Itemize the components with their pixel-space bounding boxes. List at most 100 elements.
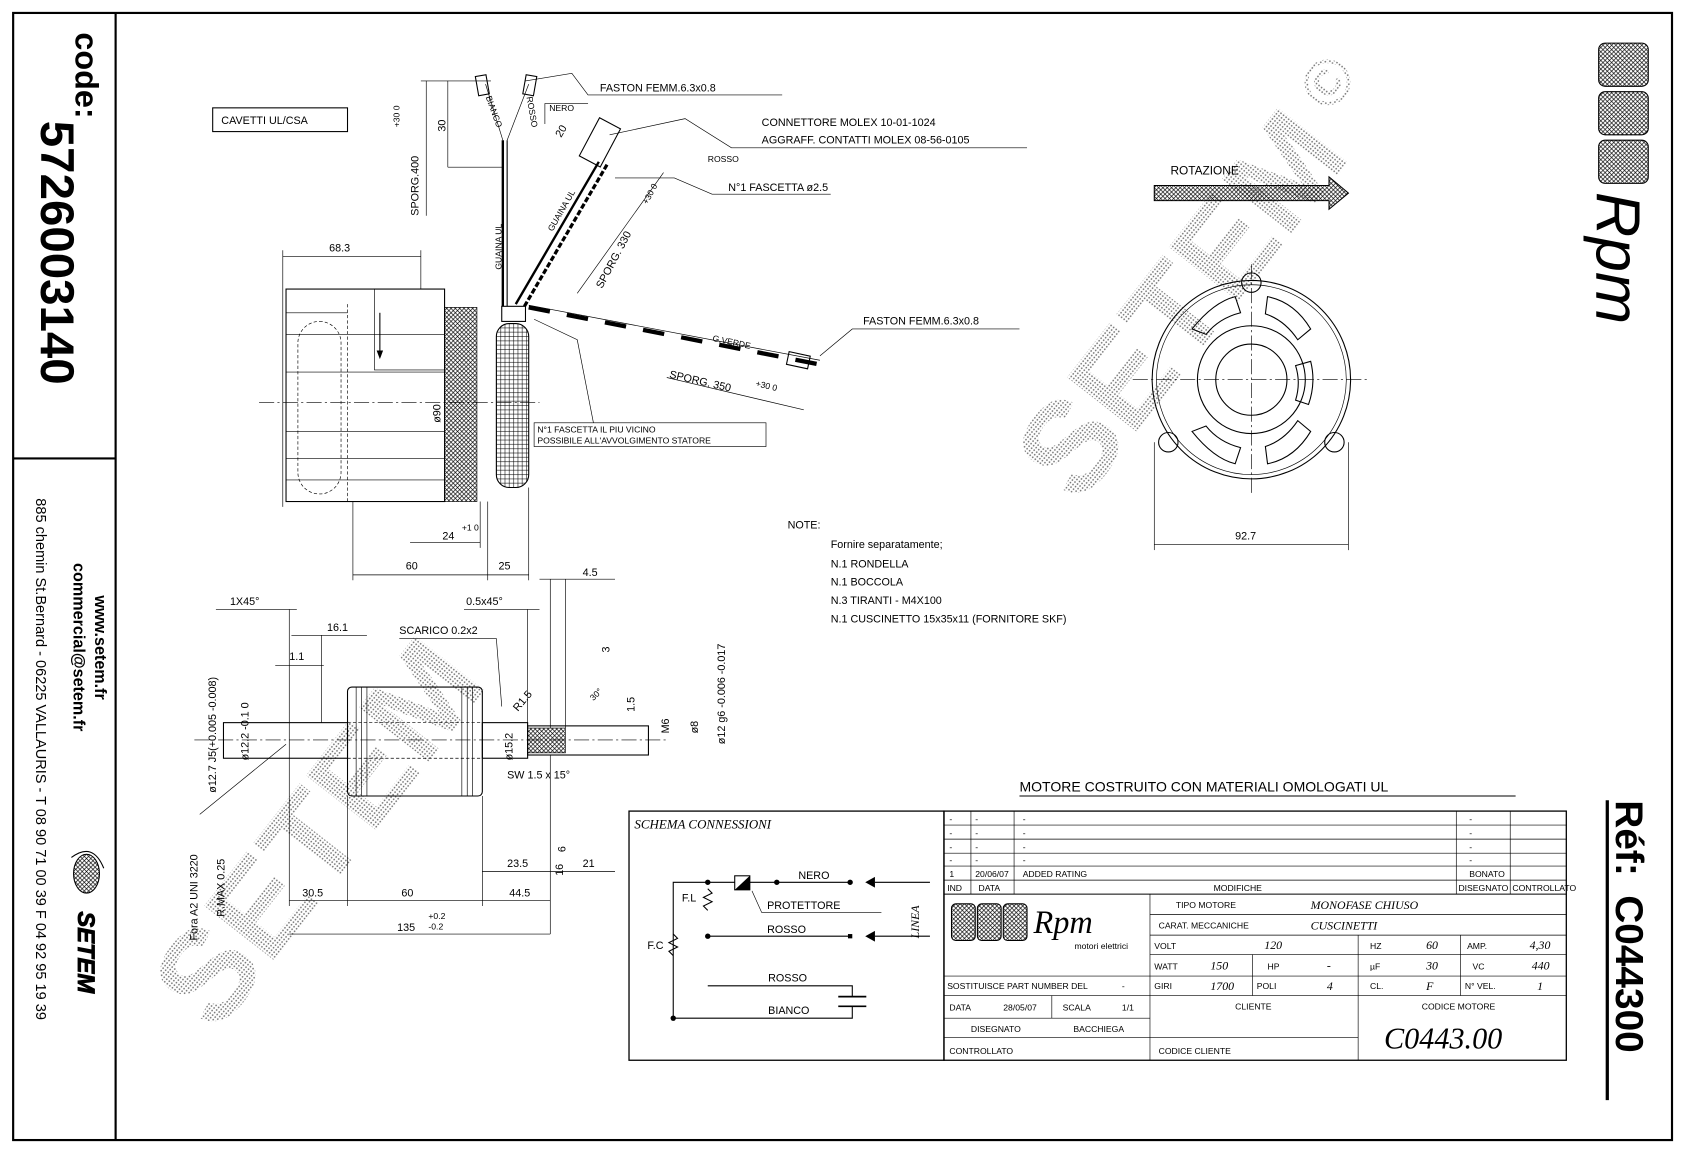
revision-ind: - [949, 842, 952, 852]
product-code: 5726003140 [30, 121, 83, 385]
schema-bianco: BIANCO [768, 1005, 809, 1017]
rpm-logo-text: Rpm [1583, 192, 1653, 324]
schema-protettore: PROTETTORE [767, 900, 840, 912]
d12-2-label: ø12.2 -0.1 0 [239, 702, 251, 760]
cl-label: CL. [1370, 981, 1383, 991]
header-disegnato: DISEGNATO [1458, 883, 1508, 893]
sporg-330: SPORG. 330 [594, 229, 634, 290]
fascetta-label: N°1 FASCETTA ø2.5 [728, 182, 828, 194]
watermark-text: SETEM [125, 613, 513, 1053]
dim-44-5: 44.5 [509, 887, 530, 899]
dim-60-rotor: 60 [401, 887, 413, 899]
revision-disegnato: BONATO [1469, 869, 1505, 879]
schema-title: SCHEMA CONNESSIONI [634, 816, 771, 831]
d12-7-label: ø12.7 J5(+0.005 -0.008) [207, 677, 219, 793]
line-arrow-icon [865, 930, 875, 942]
note-item: N.1 BOCCOLA [831, 577, 904, 589]
disegnato-label: DISEGNATO [971, 1024, 1021, 1034]
line-arrow-icon [865, 876, 875, 888]
motor-side-view: CAVETTI UL/CSA ø90 [212, 72, 1028, 581]
dim-d90: ø90 [431, 404, 443, 423]
sostituisce-value: - [1122, 981, 1125, 991]
schema-nero: NERO [798, 870, 829, 882]
revision-data: - [975, 842, 978, 852]
watt-value: 150 [1210, 959, 1228, 973]
cliente-label: CLIENTE [1235, 1002, 1272, 1012]
vc-value: 440 [1532, 959, 1550, 973]
notes-intro: Fornire separatamente; [831, 539, 943, 551]
tipo-motore: MONOFASE CHIUSO [1310, 898, 1419, 912]
header-modifiche: MODIFICHE [1214, 883, 1263, 893]
fora-label: Fora A2 UNI 3220 [189, 854, 201, 940]
sw-label: SW 1.5 x 15° [507, 770, 570, 782]
scarico-label: SCARICO 0.2x2 [399, 625, 477, 637]
dim-16-1: 16.1 [327, 622, 348, 634]
connection-schema: SCHEMA CONNESSIONI NERO PROTETTORE F.L R… [628, 810, 945, 1061]
header-ind: IND [947, 883, 962, 893]
codice-cliente-label: CODICE CLIENTE [1159, 1046, 1231, 1056]
revision-data: - [975, 828, 978, 838]
codice-motore-label: CODICE MOTORE [1422, 1002, 1496, 1012]
volt-value: 120 [1264, 938, 1282, 952]
dim-25: 25 [499, 560, 511, 572]
disegnato-value: BACCHIEGA [1073, 1024, 1124, 1034]
data-label: DATA [949, 1003, 971, 1013]
revision-modifica: - [1023, 814, 1026, 824]
setem-logo-text: SETEM [72, 911, 98, 994]
volt-label: VOLT [1154, 941, 1177, 951]
website: www.setem.fr [91, 594, 109, 700]
poli-value: 4 [1327, 979, 1333, 993]
revision-modifica: - [1023, 828, 1026, 838]
sostituisce-label: SOSTITUISCE PART NUMBER DEL [947, 981, 1088, 991]
schema-rosso-cap: ROSSO [768, 973, 807, 985]
watt-label: WATT [1154, 962, 1178, 972]
dim-3: 3 [601, 647, 613, 653]
wire-bianco: BIANCO [484, 94, 505, 129]
giri-value: 1700 [1210, 979, 1234, 993]
amp-value: 4,30 [1530, 938, 1551, 952]
hz-value: 60 [1426, 938, 1438, 952]
dim-6: 6 [556, 846, 568, 852]
tol-350: +30 0 [755, 378, 779, 393]
sporg-400: SPORG.400 [410, 156, 422, 216]
poli-label: POLI [1257, 981, 1277, 991]
dim-92-7: 92.7 [1235, 530, 1256, 542]
header-controllato: CONTROLLATO [1512, 883, 1576, 893]
revision-ind: - [949, 855, 952, 865]
left-panel: code: 5726003140 www.setem.fr commercial… [30, 32, 109, 1020]
watermark-right: SETEM © [987, 41, 1375, 524]
header-data: DATA [978, 883, 1000, 893]
hp-value: - [1327, 959, 1331, 973]
note-item: N.1 CUSCINETTO 15x35x11 (FORNITORE SKF) [831, 613, 1067, 625]
tol-135-upper: +0.2 [428, 911, 445, 921]
nvel-value: 1 [1537, 979, 1543, 993]
title-logo: Rpm motori elettrici [950, 903, 1128, 951]
title-logo-sub: motori elettrici [1074, 941, 1128, 951]
faston-green-label: FASTON FEMM.6.3x0.8 [863, 316, 979, 328]
d12-g6-label: ø12 g6 -0.006 -0.017 [716, 644, 728, 745]
m6-label: M6 [660, 718, 672, 733]
schema-fc: F.C [647, 940, 663, 952]
dim-68-3: 68.3 [329, 242, 350, 254]
cl-value: F [1425, 979, 1434, 993]
watermark-copyright: © [1284, 41, 1371, 124]
amp-label: AMP. [1467, 941, 1487, 951]
schema-fl: F.L [682, 893, 696, 905]
dim-21: 21 [583, 858, 595, 870]
address: 885 chemin St.Bernard - 06225 VALLAURIS … [32, 498, 48, 1020]
revision-modifica: ADDED RATING [1023, 869, 1088, 879]
field-winding-fl-icon [702, 888, 714, 911]
dim-1-1: 1.1 [289, 651, 304, 663]
chamfer-05x45: 0.5x45° [466, 596, 503, 608]
revision-disegnato: - [1469, 828, 1472, 838]
setem-logo: SETEM [71, 850, 105, 995]
schema-rosso-line: ROSSO [767, 924, 806, 936]
dim-30: 30 [437, 120, 449, 132]
revision-ind: 1 [949, 869, 954, 879]
revision-data: 20/06/07 [975, 869, 1009, 879]
tipo-motore-label: TIPO MOTORE [1176, 900, 1236, 910]
field-winding-fc-icon [667, 933, 679, 957]
tol-400: +30 0 [391, 105, 401, 127]
code-label: code: [69, 32, 105, 118]
